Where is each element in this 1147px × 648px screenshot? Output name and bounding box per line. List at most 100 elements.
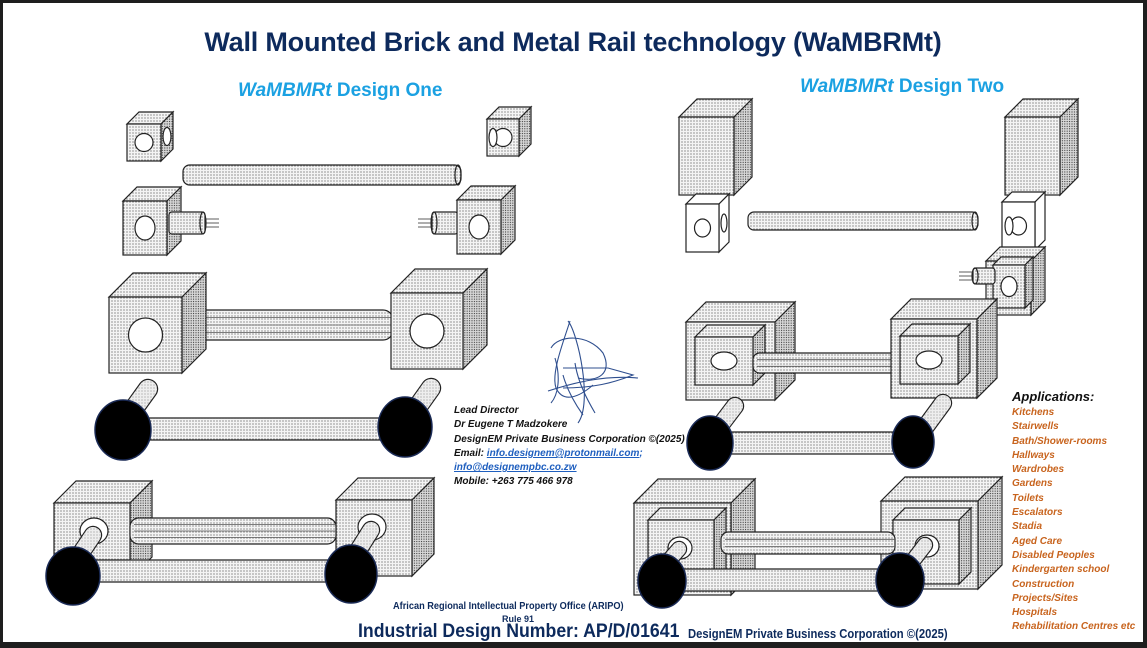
connector-peg [418, 211, 459, 235]
end-ball [94, 399, 152, 461]
application-item: Stairwells [1012, 421, 1059, 433]
applications-heading: Applications: [1012, 389, 1095, 404]
page-title: Wall Mounted Brick and Metal Rail techno… [204, 27, 942, 57]
brick-side-hole [720, 213, 728, 233]
design-one-label: Design One [331, 80, 443, 101]
end-ball [637, 553, 687, 609]
signature-stroke [574, 362, 596, 414]
signature-stroke [547, 376, 639, 392]
combined-inner-left-two [646, 506, 728, 589]
brick-side-hole [162, 126, 172, 147]
brick-front-face [456, 199, 502, 255]
large-block-left [677, 97, 754, 197]
application-item: Gardens [1012, 478, 1053, 490]
application-item: Escalators [1012, 507, 1063, 519]
inner-brick-right-two [898, 322, 972, 386]
brick-hole [134, 132, 154, 153]
small-brick-right [485, 105, 533, 158]
application-item: Kindergarten school [1012, 564, 1110, 576]
email-label: Email: [454, 447, 487, 459]
hand-rail-two [706, 431, 924, 455]
end-ball [377, 396, 433, 458]
contact-name: Dr Eugene T Madzokere [454, 419, 568, 431]
contact-block: Lead Director Dr Eugene T Madzokere Desi… [454, 404, 685, 490]
brick-with-peg-right [455, 184, 517, 256]
design-one-heading: WaMBMRt Design One [238, 80, 442, 102]
end-ball [324, 544, 378, 604]
design-one-acronym: WaMBMRt [238, 80, 332, 101]
application-item: Hallways [1012, 449, 1055, 461]
contact-company: DesignEM Private Business Corporation ©(… [454, 433, 685, 445]
brick-hole [134, 215, 156, 241]
brick-front-face [899, 335, 959, 385]
design-two-acronym: WaMBMRt [800, 76, 894, 97]
end-ball [875, 552, 925, 608]
application-item: Construction Projects/Sites [1012, 578, 1079, 604]
drawing-layer [45, 97, 1080, 609]
signature-stroke [562, 367, 635, 389]
contact-mobile: Mobile: +263 775 466 978 [454, 476, 573, 488]
combined-hand-rail [70, 559, 344, 583]
email-link-designempbc[interactable]: info@designempbc.co.zw [454, 462, 577, 474]
loose-rail [182, 164, 462, 186]
rail-body [752, 352, 902, 374]
application-item: Hospitals [1012, 607, 1058, 619]
connector-peg [168, 211, 219, 235]
technical-drawings [45, 97, 1080, 609]
large-block-right [1003, 97, 1080, 197]
brick-hole [409, 313, 445, 349]
rail-end-cap [971, 211, 979, 231]
email-separator: ; [639, 447, 643, 459]
aripo-office: African Regional Intellectual Property O… [393, 601, 624, 612]
brick-front-face [992, 264, 1026, 309]
brick-hole [915, 350, 943, 370]
hand-rail [114, 417, 404, 441]
rail-body [706, 431, 924, 455]
brick-hole [468, 214, 490, 240]
rail-body [114, 417, 404, 441]
combined-upper-rail [129, 517, 337, 545]
large-brick-left [107, 271, 208, 375]
assembled-rail-two [752, 352, 902, 374]
combined-upper-rail-two [720, 531, 896, 555]
design-two-label: Design Two [893, 76, 1005, 97]
brick-hole [710, 351, 738, 371]
application-item: Rehabilitation Centres etc [1012, 621, 1136, 633]
brick-front-face [1004, 116, 1061, 196]
connector-peg [959, 267, 996, 285]
inner-brick-nested [991, 255, 1035, 310]
brick-side-hole [488, 127, 498, 148]
small-brick-left [125, 110, 175, 163]
rule-number: Rule 91 [502, 614, 535, 624]
application-item: Toilets [1012, 492, 1044, 504]
peg-body [972, 267, 996, 285]
brick-side-face [1034, 190, 1046, 252]
signature [547, 320, 639, 424]
application-item: Wardrobes [1012, 464, 1065, 476]
contact-role: Lead Director [454, 405, 519, 416]
brick-side-hole [1004, 216, 1014, 236]
application-item: Aged Care [1012, 535, 1063, 547]
signature-stroke [567, 320, 585, 424]
brick-side-face [1024, 255, 1034, 310]
assembled-rail-upper [185, 309, 394, 341]
rail-body [747, 211, 979, 231]
small-open-brick-right [1000, 190, 1047, 252]
rail-body [720, 531, 896, 555]
rail-body [182, 164, 462, 186]
rail-body [658, 568, 904, 592]
end-ball [686, 415, 734, 471]
design-sheet: Wall Mounted Brick and Metal Rail techno… [3, 3, 1143, 642]
brick-hole [127, 317, 164, 353]
email-link-protonmail[interactable]: info.designem@protonmail.com [486, 447, 640, 459]
brick-side-face [958, 506, 972, 586]
application-item: Bath/Shower-rooms [1012, 435, 1108, 447]
application-item: Disabled Peoples [1012, 549, 1095, 561]
rail-end-cap [454, 164, 462, 186]
rail-body [70, 559, 344, 583]
industrial-design-number: Industrial Design Number: AP/D/01641 [358, 621, 680, 642]
combined-hand-rail-two [658, 568, 904, 592]
brick-hole [1000, 275, 1018, 298]
brick-top-face [646, 507, 728, 521]
